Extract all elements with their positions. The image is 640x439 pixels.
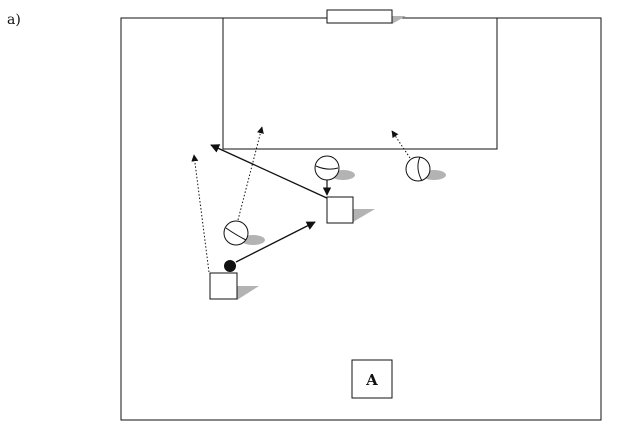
player-shadow	[237, 286, 259, 300]
square-player	[209, 272, 238, 300]
run-arrow	[391, 130, 411, 159]
goal-shadow	[392, 16, 406, 24]
ball-icon	[314, 155, 340, 181]
ball-icon	[405, 156, 431, 182]
penalty-box	[222, 17, 498, 150]
panel-label: a)	[7, 12, 21, 28]
black-dot	[224, 260, 236, 272]
zone-label: A	[365, 371, 378, 389]
run-arrow	[191, 154, 210, 273]
pass-arrow	[210, 144, 330, 200]
run-arrow	[237, 126, 264, 221]
square-player	[326, 196, 354, 224]
player-shadow	[353, 209, 375, 222]
zone-box	[351, 359, 393, 399]
ball-icon	[223, 220, 249, 246]
goal	[326, 9, 393, 24]
pass-arrow	[235, 221, 316, 263]
